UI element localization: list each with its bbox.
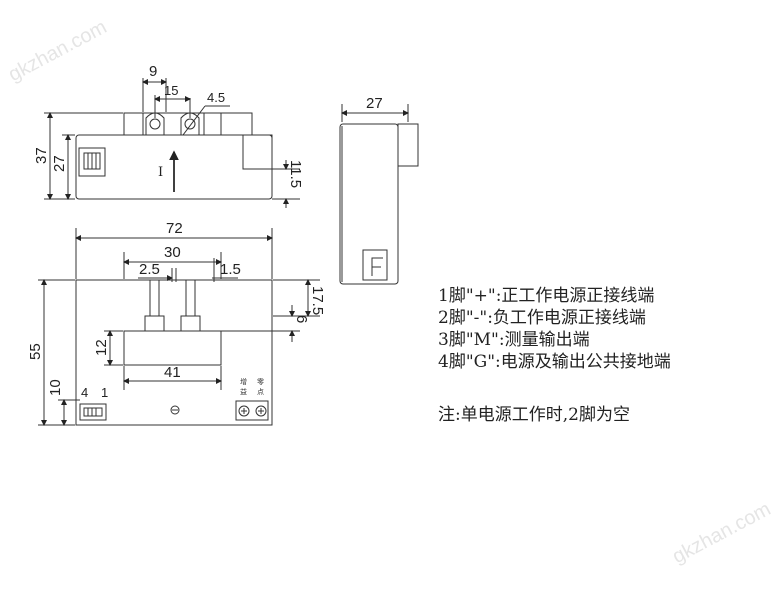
dim-4-5: 4.5 xyxy=(207,90,225,105)
pin-legend: 1脚"+":正工作电源正接线端 2脚"-":负工作电源正接线端 3脚"M":测量… xyxy=(438,285,671,373)
dim-9: 9 xyxy=(149,63,157,80)
dim-15: 15 xyxy=(164,83,178,98)
dim-41: 41 xyxy=(164,364,181,381)
dim-6: 6 xyxy=(293,315,310,323)
zero-label-bottom: 点 xyxy=(257,388,264,396)
dim-2-5: 2.5 xyxy=(139,261,160,278)
dim-12: 12 xyxy=(93,339,110,356)
legend-line-2: 2脚"-":负工作电源正接线端 xyxy=(438,308,646,328)
dim-30: 30 xyxy=(164,244,181,261)
dim-10: 10 xyxy=(47,379,64,396)
bottom-view xyxy=(38,228,320,426)
dim-37: 37 xyxy=(33,147,50,164)
legend-line-1: 1脚"+":正工作电源正接线端 xyxy=(438,286,655,306)
dim-1-5: 1.5 xyxy=(220,261,241,278)
gain-label-top: 增 xyxy=(240,377,247,386)
dim-11-5: 11.5 xyxy=(287,160,304,188)
single-supply-note: 注:单电源工作时,2脚为空 xyxy=(438,405,630,425)
legend-line-3: 3脚"M":测量输出端 xyxy=(438,330,590,350)
dim-27-side: 27 xyxy=(366,95,383,112)
legend-line-4: 4脚"G":电源及输出公共接地端 xyxy=(438,352,671,372)
front-view xyxy=(44,78,300,208)
dim-55: 55 xyxy=(27,343,44,360)
zero-label-top: 零 xyxy=(257,378,264,386)
dim-17-5: 17.5 xyxy=(309,286,326,315)
side-view xyxy=(339,104,419,285)
dim-27-front: 27 xyxy=(51,155,68,172)
gain-label-bottom: 益 xyxy=(240,387,247,396)
current-label: I xyxy=(158,165,163,180)
dim-72: 72 xyxy=(166,220,183,237)
pin-4-label: 4 xyxy=(81,385,88,400)
pin-1-label: 1 xyxy=(101,385,108,400)
